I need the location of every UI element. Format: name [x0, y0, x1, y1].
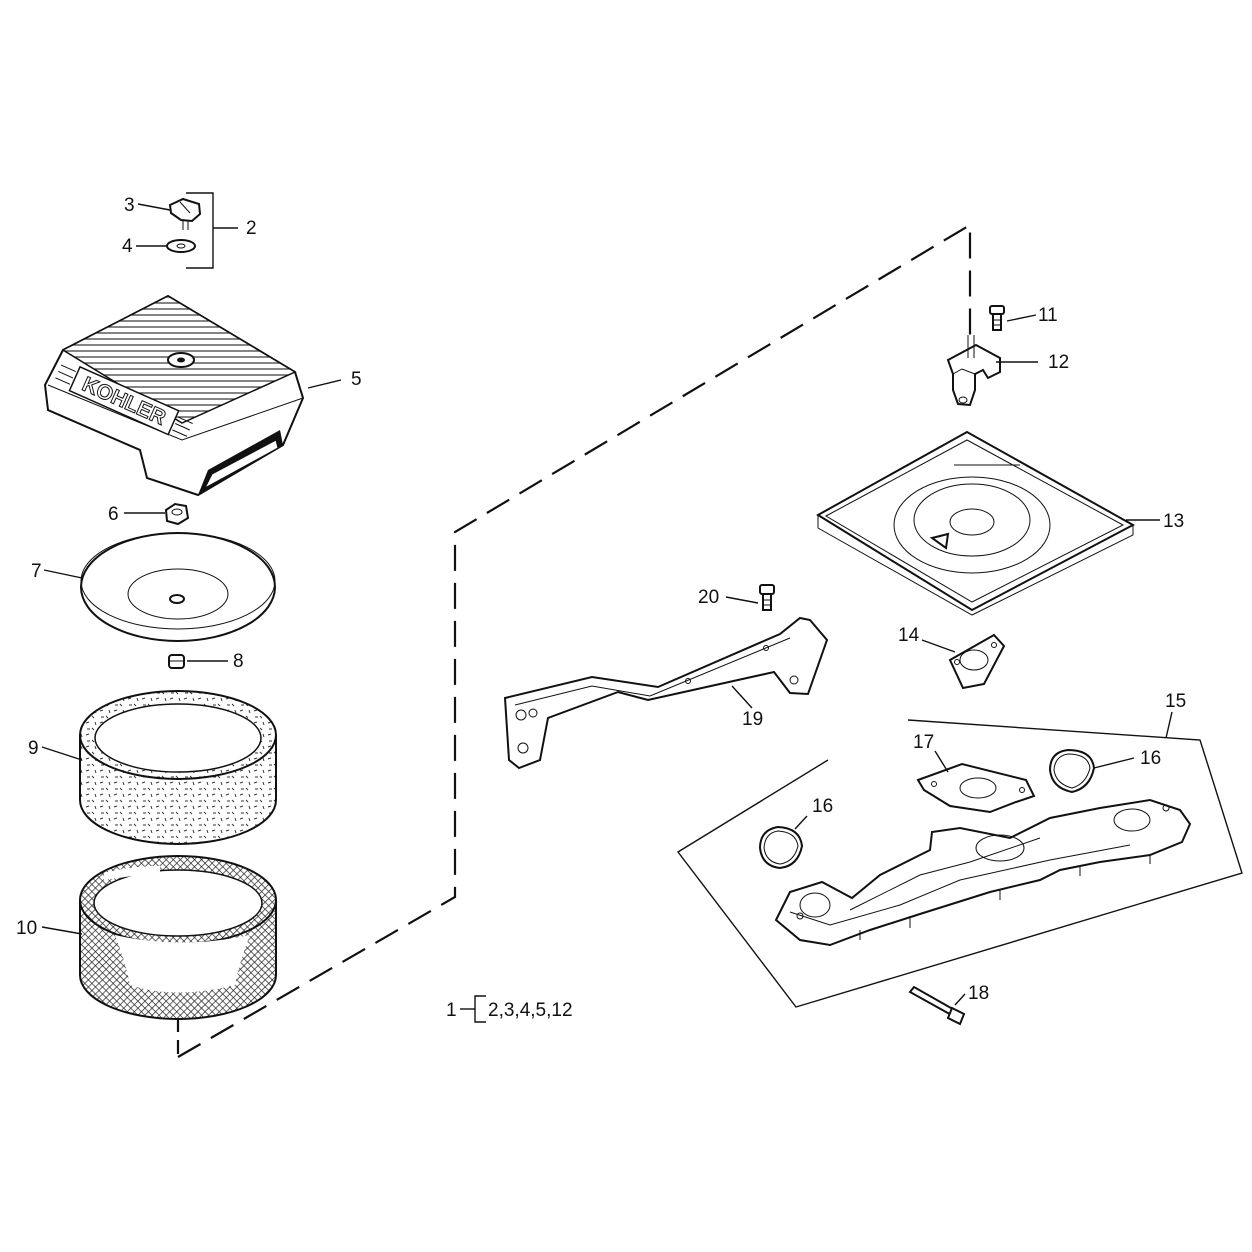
- callout-4: 4: [122, 236, 133, 257]
- part-13-base-tray[interactable]: [816, 430, 1136, 616]
- part-4-washer[interactable]: [166, 239, 196, 253]
- callout-16-right: 16: [1140, 748, 1161, 769]
- kit-bracket-2: [186, 192, 214, 269]
- callout-18: 18: [968, 983, 989, 1004]
- part-16-seal-left[interactable]: [758, 825, 804, 870]
- part-6-nut[interactable]: [164, 502, 190, 526]
- callout-16-left: 16: [812, 796, 833, 817]
- kit-note-members: 2,3,4,5,12: [488, 1000, 573, 1021]
- kohler-logo: [68, 365, 180, 436]
- callout-12: 12: [1048, 352, 1069, 373]
- callout-1: 1: [446, 1000, 457, 1021]
- leader-20: [725, 596, 759, 604]
- leader-14: [921, 639, 956, 653]
- part-5-air-cleaner-cover[interactable]: KOHLER: [43, 294, 305, 497]
- leader-17: [934, 750, 949, 773]
- kit-outline-15: [676, 719, 1243, 1008]
- callout-19: 19: [742, 709, 763, 730]
- part-20-bolt[interactable]: [759, 584, 775, 611]
- callout-20: 20: [698, 587, 719, 608]
- part-12-bracket[interactable]: [946, 335, 1001, 407]
- kit-note-1: [460, 995, 486, 1023]
- callout-17: 17: [913, 732, 934, 753]
- part-14-gasket[interactable]: [948, 633, 1006, 690]
- leader-3: [137, 203, 171, 211]
- leader-7: [43, 569, 83, 579]
- callout-5: 5: [351, 369, 362, 390]
- callout-2: 2: [246, 218, 257, 239]
- callout-11: 11: [1038, 305, 1058, 326]
- callout-10: 10: [16, 918, 37, 939]
- callout-13: 13: [1163, 511, 1184, 532]
- leader-18: [954, 993, 966, 1006]
- callout-9: 9: [28, 738, 39, 759]
- leader-5: [307, 379, 342, 389]
- callout-15: 15: [1165, 691, 1186, 712]
- leader-10: [41, 926, 83, 935]
- leader-11: [1006, 314, 1037, 322]
- callout-3: 3: [124, 195, 135, 216]
- assembly-dashed-outline: [177, 223, 972, 1058]
- callout-8: 8: [233, 651, 244, 672]
- callout-14: 14: [898, 625, 920, 646]
- leader-9: [41, 746, 83, 761]
- leader-16-left: [794, 815, 808, 830]
- leader-15: [1165, 711, 1173, 739]
- part-17-gasket[interactable]: [916, 762, 1036, 814]
- part-11-screw[interactable]: [989, 305, 1005, 331]
- leader-16-right: [1093, 757, 1135, 769]
- part-19-mounting-bracket[interactable]: [503, 616, 829, 770]
- part-15-intake-manifold[interactable]: [774, 798, 1192, 947]
- part-10-filter-element[interactable]: [79, 855, 277, 1020]
- callout-7: 7: [31, 561, 42, 582]
- leader-19: [731, 685, 753, 709]
- callout-6: 6: [108, 504, 119, 525]
- part-9-precleaner[interactable]: [79, 690, 277, 845]
- part-3-wing-knob[interactable]: [168, 197, 202, 230]
- part-18-screw[interactable]: [908, 985, 966, 1026]
- part-7-filter-cover[interactable]: [80, 532, 276, 642]
- part-8-grommet[interactable]: [168, 654, 185, 669]
- part-16-seal-right[interactable]: [1048, 748, 1096, 794]
